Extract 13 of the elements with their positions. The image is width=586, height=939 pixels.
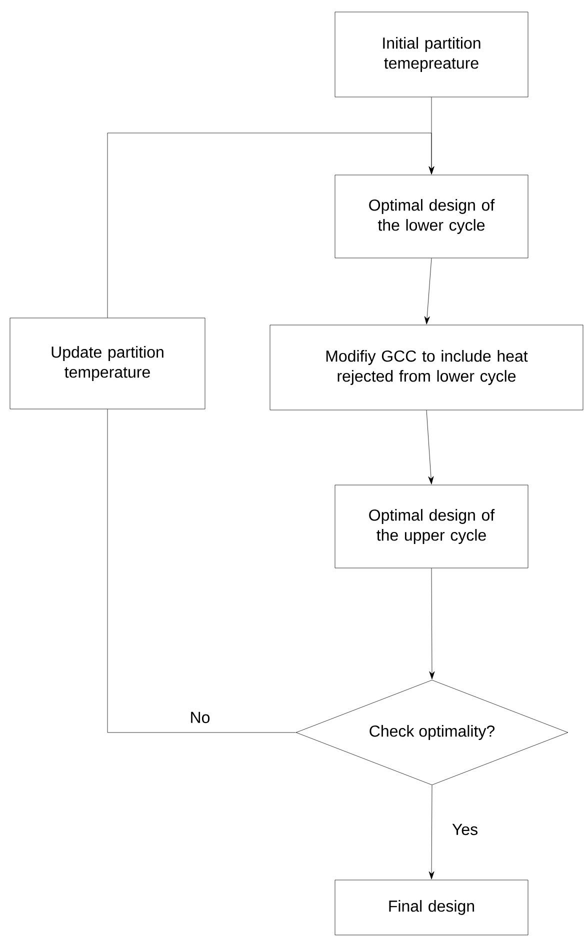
- arrow: [426, 410, 434, 484]
- process-box: Update partition temperature: [10, 318, 206, 410]
- arrow: [424, 258, 432, 324]
- process-box: Final design: [334, 880, 528, 936]
- edge-label: Yes: [450, 822, 480, 836]
- process-box: Optimal design of the lower cycle: [334, 174, 528, 258]
- process-box: Optimal design of the upper cycle: [334, 484, 528, 568]
- process-box: Initial partition temepreature: [334, 12, 528, 98]
- arrow: [429, 568, 435, 680]
- edge-label: No: [188, 710, 212, 724]
- arrow: [107, 132, 434, 318]
- process-box: Modifiy GCC to include heat rejected from lower cycle: [270, 324, 584, 410]
- arrow: [428, 785, 434, 880]
